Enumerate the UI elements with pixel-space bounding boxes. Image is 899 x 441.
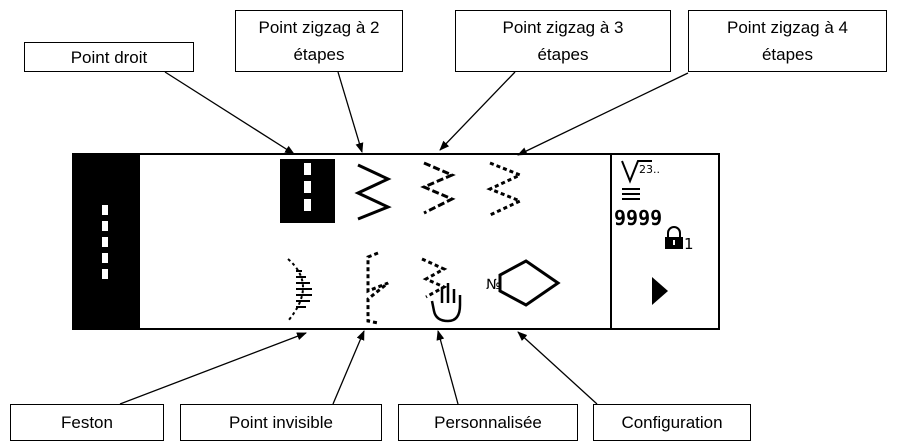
label-zigzag-3-step: Point zigzag à 3 étapes (455, 10, 671, 72)
arrow-configuration (517, 331, 598, 405)
stitch-icons: № (280, 159, 561, 325)
label-scallop: Feston (10, 404, 164, 441)
label-scallop-text: Feston (61, 413, 113, 432)
label-zigzag-2-line2: étapes (293, 45, 345, 64)
arrow-zigzag-3 (439, 71, 516, 151)
arrow-custom (436, 330, 459, 405)
label-straight-stitch-text: Point droit (70, 47, 148, 67)
play-arrow-icon[interactable] (652, 277, 668, 305)
counter-superscript: 23.. (639, 163, 660, 176)
label-zigzag-4-line1: Point zigzag à 4 (727, 18, 848, 37)
stitch-counter-icon (621, 160, 652, 200)
label-custom-text: Personnalisée (434, 413, 542, 432)
zigzag-2-step-icon[interactable] (354, 163, 392, 221)
zigzag-4-step-icon[interactable] (486, 161, 524, 217)
arrow-zigzag-2 (337, 71, 364, 153)
label-zigzag-4-line2: étapes (761, 45, 814, 64)
custom-stitch-icon[interactable] (421, 257, 462, 323)
label-zigzag-3-line1: Point zigzag à 3 (502, 18, 624, 37)
current-stitch-indicator-icon (102, 205, 108, 279)
label-zigzag-3-line2: étapes (537, 45, 589, 64)
lcd-panel: № 23.. 9999 1 (72, 153, 720, 330)
label-blind-stitch-text: Point invisible (229, 413, 333, 432)
label-zigzag-2-line1: Point zigzag à 2 (258, 18, 380, 37)
zigzag-3-step-icon[interactable] (420, 161, 456, 215)
arrow-straight (164, 71, 295, 155)
number-symbol-icon: № (486, 277, 501, 293)
configuration-icon[interactable]: № (486, 259, 561, 307)
blind-stitch-icon[interactable] (366, 251, 389, 325)
scallop-icon[interactable] (287, 258, 312, 322)
lcd-current-stitch-bar (74, 155, 140, 328)
label-zigzag-2-step: Point zigzag à 2 étapes (235, 10, 403, 72)
arrow-zigzag-4 (517, 72, 689, 156)
counter-panel: 23.. 9999 1 (614, 160, 694, 305)
label-zigzag-4-step: Point zigzag à 4 étapes (688, 10, 887, 72)
lock-number: 1 (684, 235, 694, 253)
counter-value: 9999 (614, 206, 662, 230)
label-configuration: Configuration (593, 404, 751, 441)
arrow-blind (332, 330, 365, 405)
straight-stitch-icon[interactable] (280, 159, 335, 223)
label-straight-stitch: Point droit (24, 42, 194, 72)
arrow-scallop (119, 332, 307, 405)
lcd-right-divider (610, 155, 612, 328)
label-configuration-text: Configuration (621, 413, 723, 432)
lock-icon (665, 226, 683, 249)
